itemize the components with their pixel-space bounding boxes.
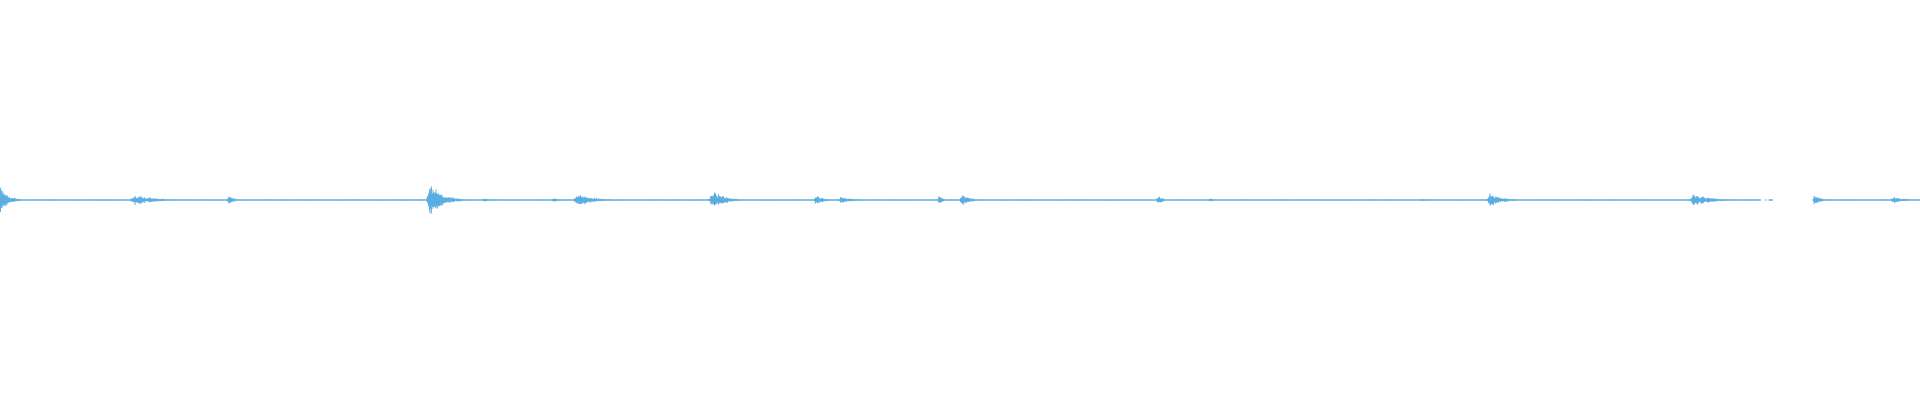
waveform-trace (0, 186, 1920, 214)
waveform-samples (0, 186, 1920, 214)
waveform-sample-dot (1765, 199, 1767, 201)
waveform-sample-dot (1770, 199, 1772, 201)
